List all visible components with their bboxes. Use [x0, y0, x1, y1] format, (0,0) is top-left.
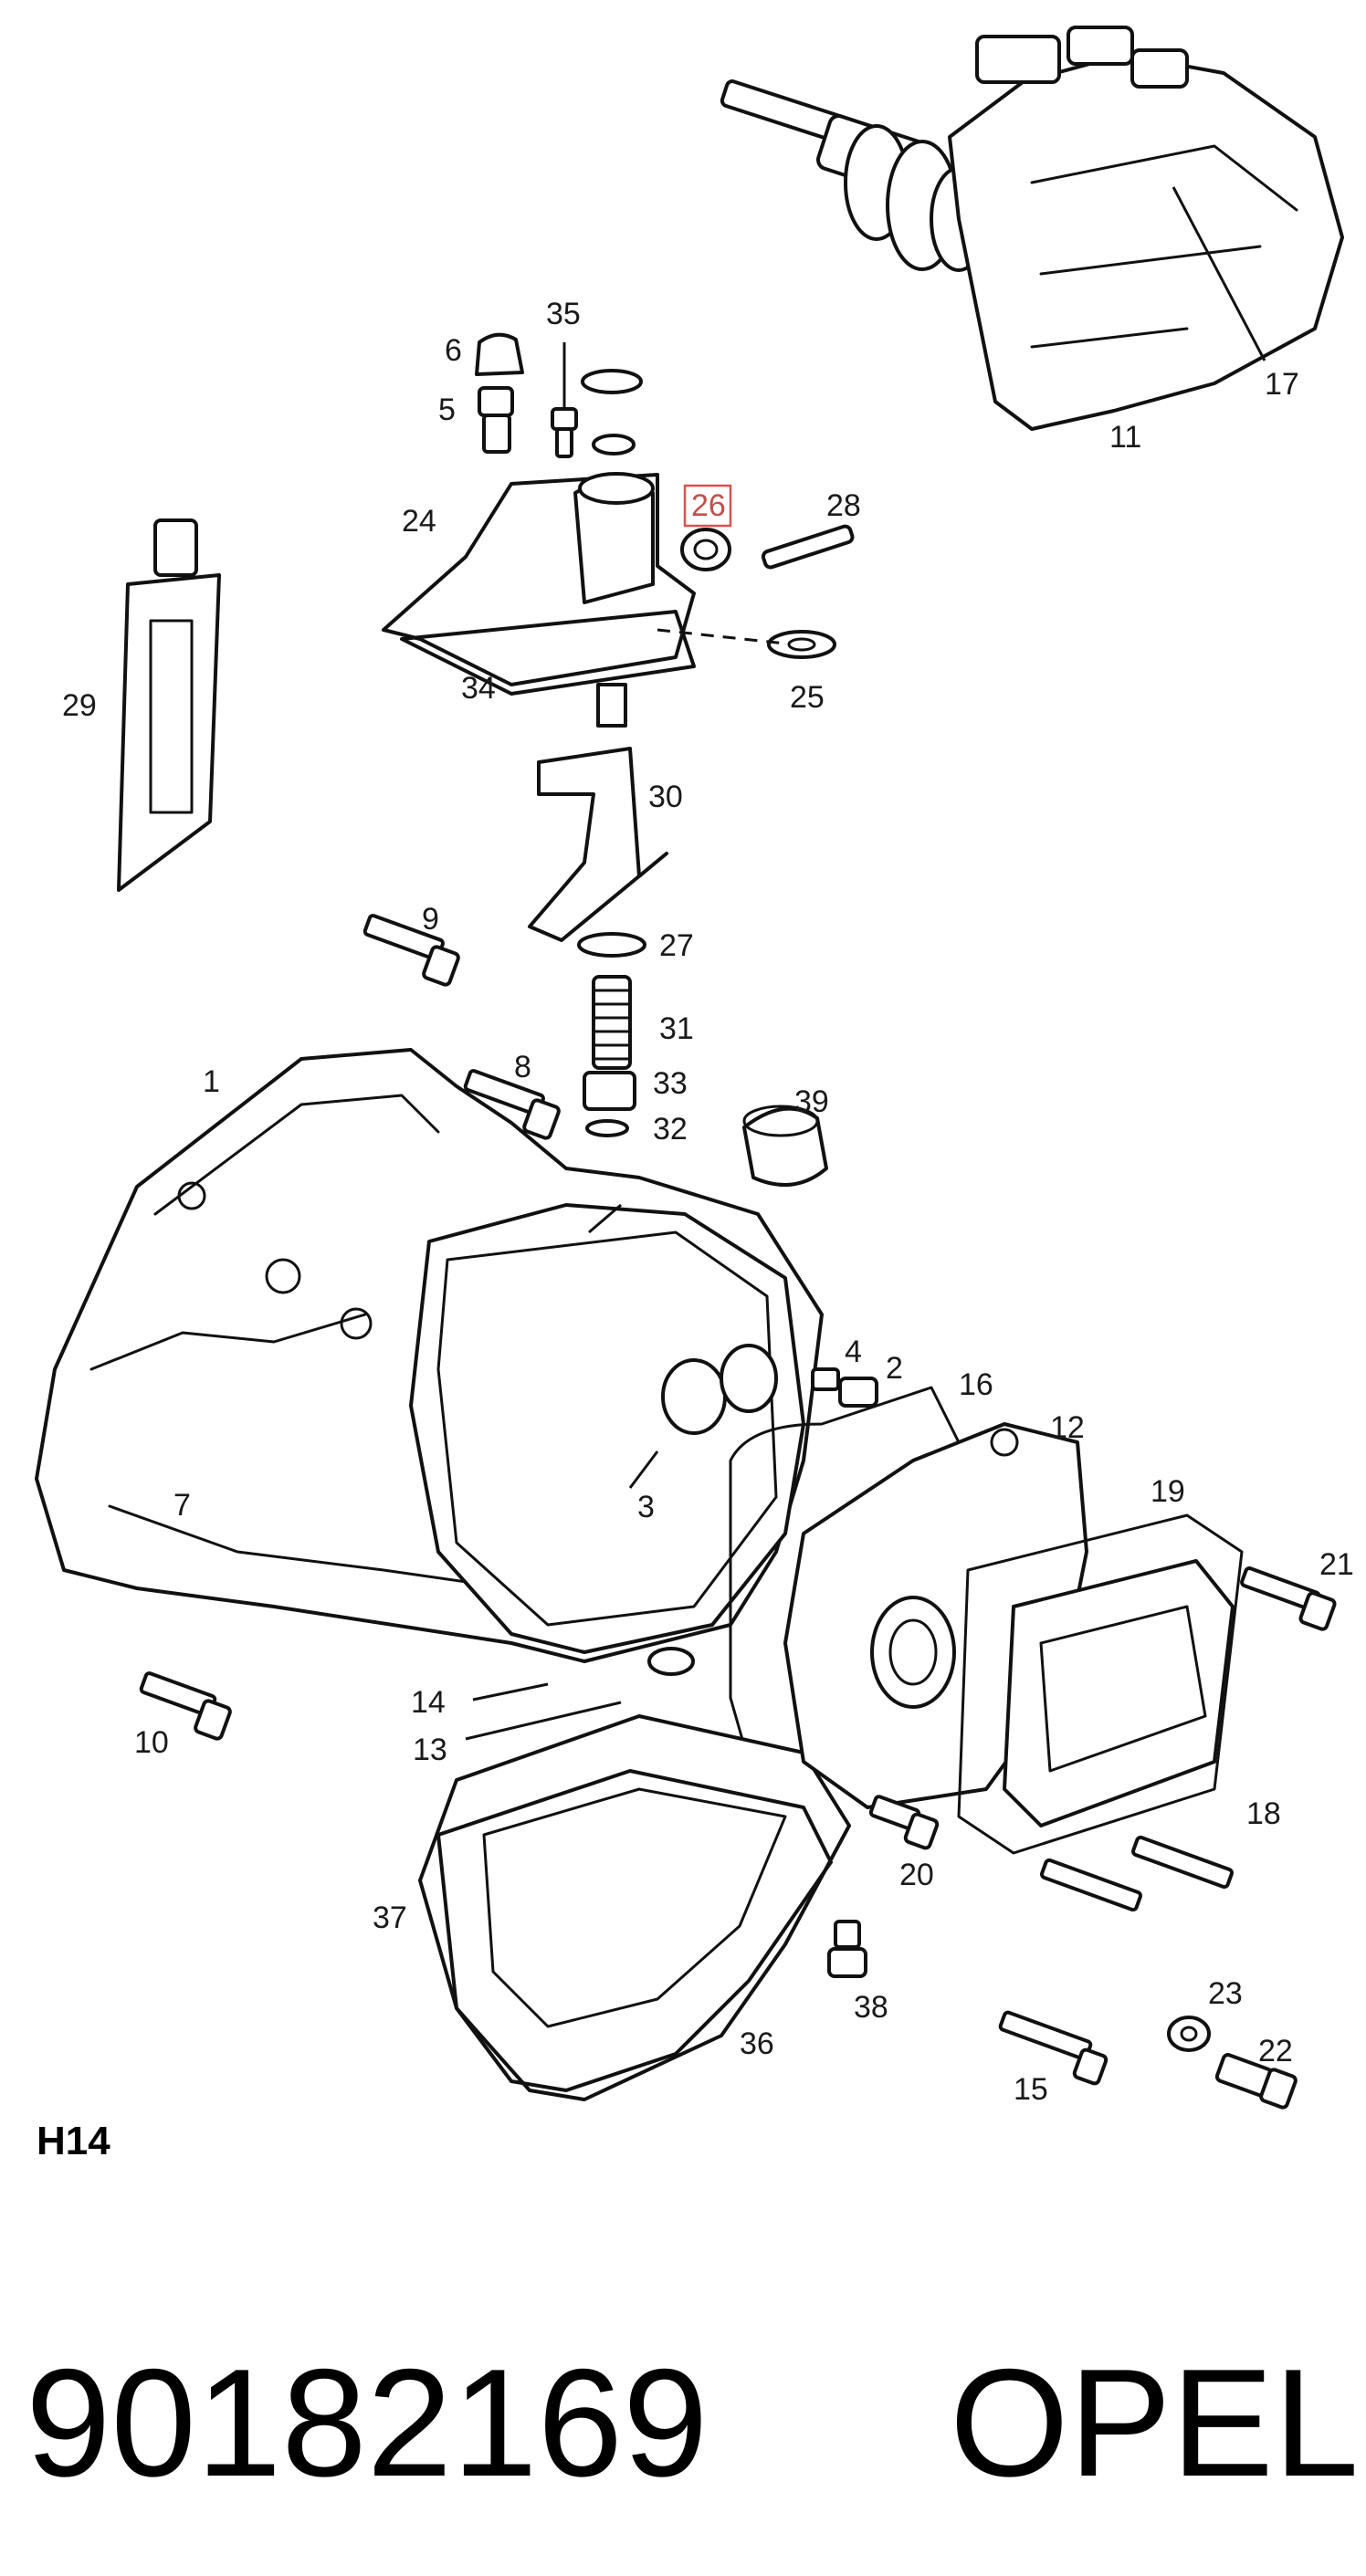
label-26: 26	[691, 488, 726, 523]
label-12: 12	[1050, 1410, 1085, 1445]
bushing	[742, 1105, 828, 1187]
label-1: 1	[203, 1064, 220, 1099]
label-6: 6	[445, 333, 462, 368]
label-23: 23	[1208, 1976, 1243, 2011]
label-32: 32	[653, 1112, 688, 1147]
label-39: 39	[794, 1084, 829, 1119]
label-13: 13	[413, 1733, 447, 1767]
label-31: 31	[659, 1011, 694, 1046]
highlight-box-26	[683, 484, 732, 528]
drain-plug	[827, 1920, 867, 1978]
label-34: 34	[461, 671, 496, 706]
brand-name: OPEL	[950, 2337, 1359, 2508]
shift-cover	[382, 472, 855, 696]
label-5: 5	[438, 393, 456, 427]
label-29: 29	[62, 688, 97, 723]
label-18: 18	[1246, 1796, 1281, 1831]
label-17: 17	[1265, 367, 1299, 402]
label-36: 36	[740, 2026, 774, 2061]
gear-assembly	[720, 26, 1344, 431]
rear-cover	[957, 1513, 1244, 1855]
label-20: 20	[899, 1858, 934, 1892]
bolts-right	[998, 1566, 1337, 2110]
label-4: 4	[845, 1335, 862, 1369]
label-28: 28	[826, 488, 861, 523]
label-27: 27	[659, 928, 694, 963]
label-7: 7	[173, 1488, 191, 1523]
label-22: 22	[1258, 2034, 1293, 2068]
label-9: 9	[422, 902, 439, 937]
sealant-tube	[117, 518, 221, 892]
transmission-housing	[35, 1048, 878, 1663]
shift-shaft-stack	[528, 683, 668, 1137]
label-16: 16	[959, 1367, 993, 1402]
label-30: 30	[648, 780, 683, 814]
label-3: 3	[637, 1490, 655, 1524]
plug-and-breather	[475, 332, 643, 458]
label-14: 14	[411, 1685, 446, 1720]
label-33: 33	[653, 1066, 688, 1101]
label-19: 19	[1151, 1474, 1185, 1509]
leader-lines	[465, 186, 1266, 1741]
label-24: 24	[402, 504, 436, 539]
label-8: 8	[514, 1050, 531, 1084]
label-11: 11	[1109, 420, 1141, 455]
label-2: 2	[886, 1351, 903, 1386]
label-21: 21	[1319, 1547, 1354, 1582]
label-15: 15	[1014, 2072, 1048, 2107]
label-35: 35	[546, 297, 581, 331]
label-38: 38	[854, 1990, 888, 2025]
bolts-left	[121, 914, 561, 1741]
label-37: 37	[373, 1901, 407, 1935]
part-number: 90182169	[26, 2337, 708, 2508]
reference-code: H14	[37, 2119, 110, 2163]
oil-pan	[418, 1714, 851, 2101]
part-labels: 1 2 3 4 5 6 7 8 9 10 11 12 13 14 15 16 1…	[62, 297, 1354, 2107]
label-10: 10	[134, 1725, 169, 1760]
label-25: 25	[790, 680, 825, 715]
